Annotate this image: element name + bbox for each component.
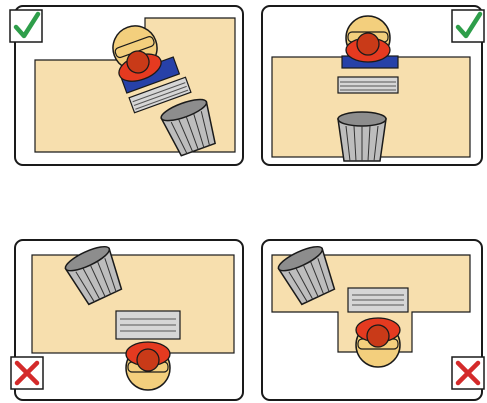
panel-top-right xyxy=(261,5,484,166)
panel-bottom-right xyxy=(261,239,484,401)
panel-bottom-left xyxy=(11,239,244,401)
keyboard-icon xyxy=(115,310,181,340)
keyboard-icon xyxy=(337,76,399,94)
panel-top-left xyxy=(10,5,244,166)
cross-icon xyxy=(11,357,43,389)
checkmark-icon xyxy=(10,10,42,42)
cross-icon xyxy=(452,357,484,389)
checkmark-icon xyxy=(452,10,484,42)
keyboard-icon xyxy=(347,287,409,313)
waste-bin-icon xyxy=(337,111,387,162)
